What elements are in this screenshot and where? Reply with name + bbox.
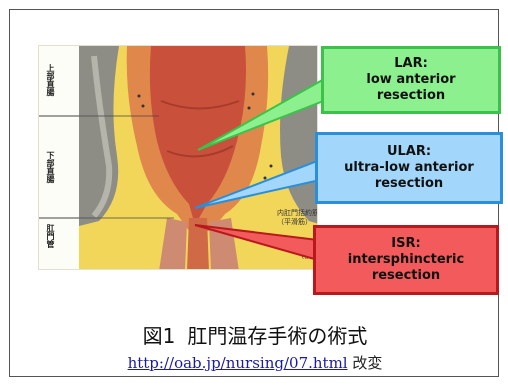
lar-pointer	[198, 78, 326, 150]
caption-title: 肛門温存手術の術式	[187, 324, 367, 348]
ular-callout: ULAR: ultra-low anterior resection	[315, 132, 503, 204]
isr-line2: resection	[316, 268, 496, 284]
figure-frame: 上部直腸 下部直腸 肛門管 内肛門括約筋 （平滑筋） 外 （横 LAR: low…	[9, 9, 499, 377]
isr-callout: ISR: intersphincteric resection	[313, 225, 499, 295]
lar-line1: low anterior	[324, 72, 498, 88]
ular-line1: ultra-low anterior	[318, 160, 500, 176]
caption-number: 図1	[143, 324, 176, 348]
isr-line1: intersphincteric	[316, 252, 496, 268]
source-line: http://oab.jp/nursing/07.html 改変	[10, 352, 500, 373]
ular-line2: resection	[318, 176, 500, 192]
ular-pointer	[195, 160, 320, 208]
isr-pointer	[195, 225, 318, 260]
lar-title: LAR:	[324, 56, 498, 72]
lar-line2: resection	[324, 88, 498, 104]
figure-caption: 図1 肛門温存手術の術式	[10, 320, 500, 349]
ular-title: ULAR:	[318, 144, 500, 160]
source-note: 改変	[352, 354, 382, 372]
lar-callout: LAR: low anterior resection	[321, 46, 501, 114]
isr-title: ISR:	[316, 236, 496, 252]
source-link[interactable]: http://oab.jp/nursing/07.html	[128, 354, 348, 372]
